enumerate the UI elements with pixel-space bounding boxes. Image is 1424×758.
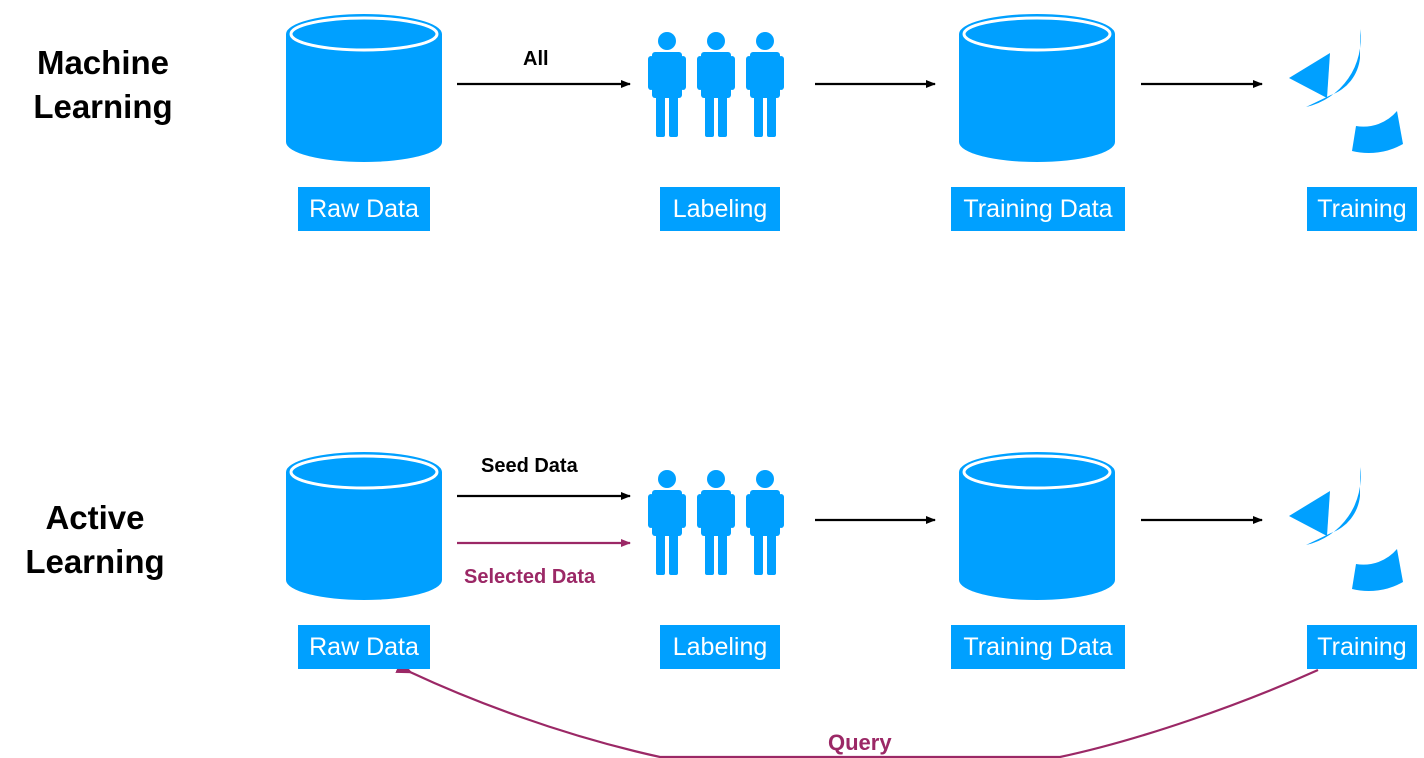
ml-training-data-icon: [957, 12, 1117, 164]
al-query-feedback-arrow: [395, 660, 1319, 758]
ml-row-title: Machine Learning: [8, 41, 198, 129]
al-edge-label-seed-data: Seed Data: [481, 455, 578, 477]
ml-training-data-label: Training Data: [951, 187, 1125, 231]
al-query-label: Query: [828, 730, 892, 755]
ml-title-line1: Machine: [36, 44, 170, 81]
ml-raw-data-icon: [284, 12, 444, 164]
al-raw-data-icon: [284, 450, 444, 602]
ml-labeling-label: Labeling: [660, 187, 780, 231]
al-training-data-label: Training Data: [951, 625, 1125, 669]
al-training-data-icon: [957, 450, 1117, 602]
al-raw-data-label: Raw Data: [298, 625, 430, 669]
ml-training-label: Training: [1307, 187, 1417, 231]
ml-title-line2: Learning: [33, 88, 173, 125]
al-row-title: Active Learning: [0, 496, 190, 584]
al-title-line2: Learning: [25, 543, 165, 580]
al-title-line1: Active: [45, 499, 145, 536]
ml-raw-data-label: Raw Data: [298, 187, 430, 231]
ml-training-icon: [1289, 29, 1403, 154]
ml-labeling-icon: [648, 32, 784, 137]
ml-edge-label-all: All: [523, 48, 549, 70]
al-labeling-label: Labeling: [660, 625, 780, 669]
al-labeling-icon: [648, 470, 784, 575]
al-edge-label-selected-data: Selected Data: [464, 566, 596, 588]
al-training-icon: [1289, 467, 1403, 592]
al-training-label: Training: [1307, 625, 1417, 669]
